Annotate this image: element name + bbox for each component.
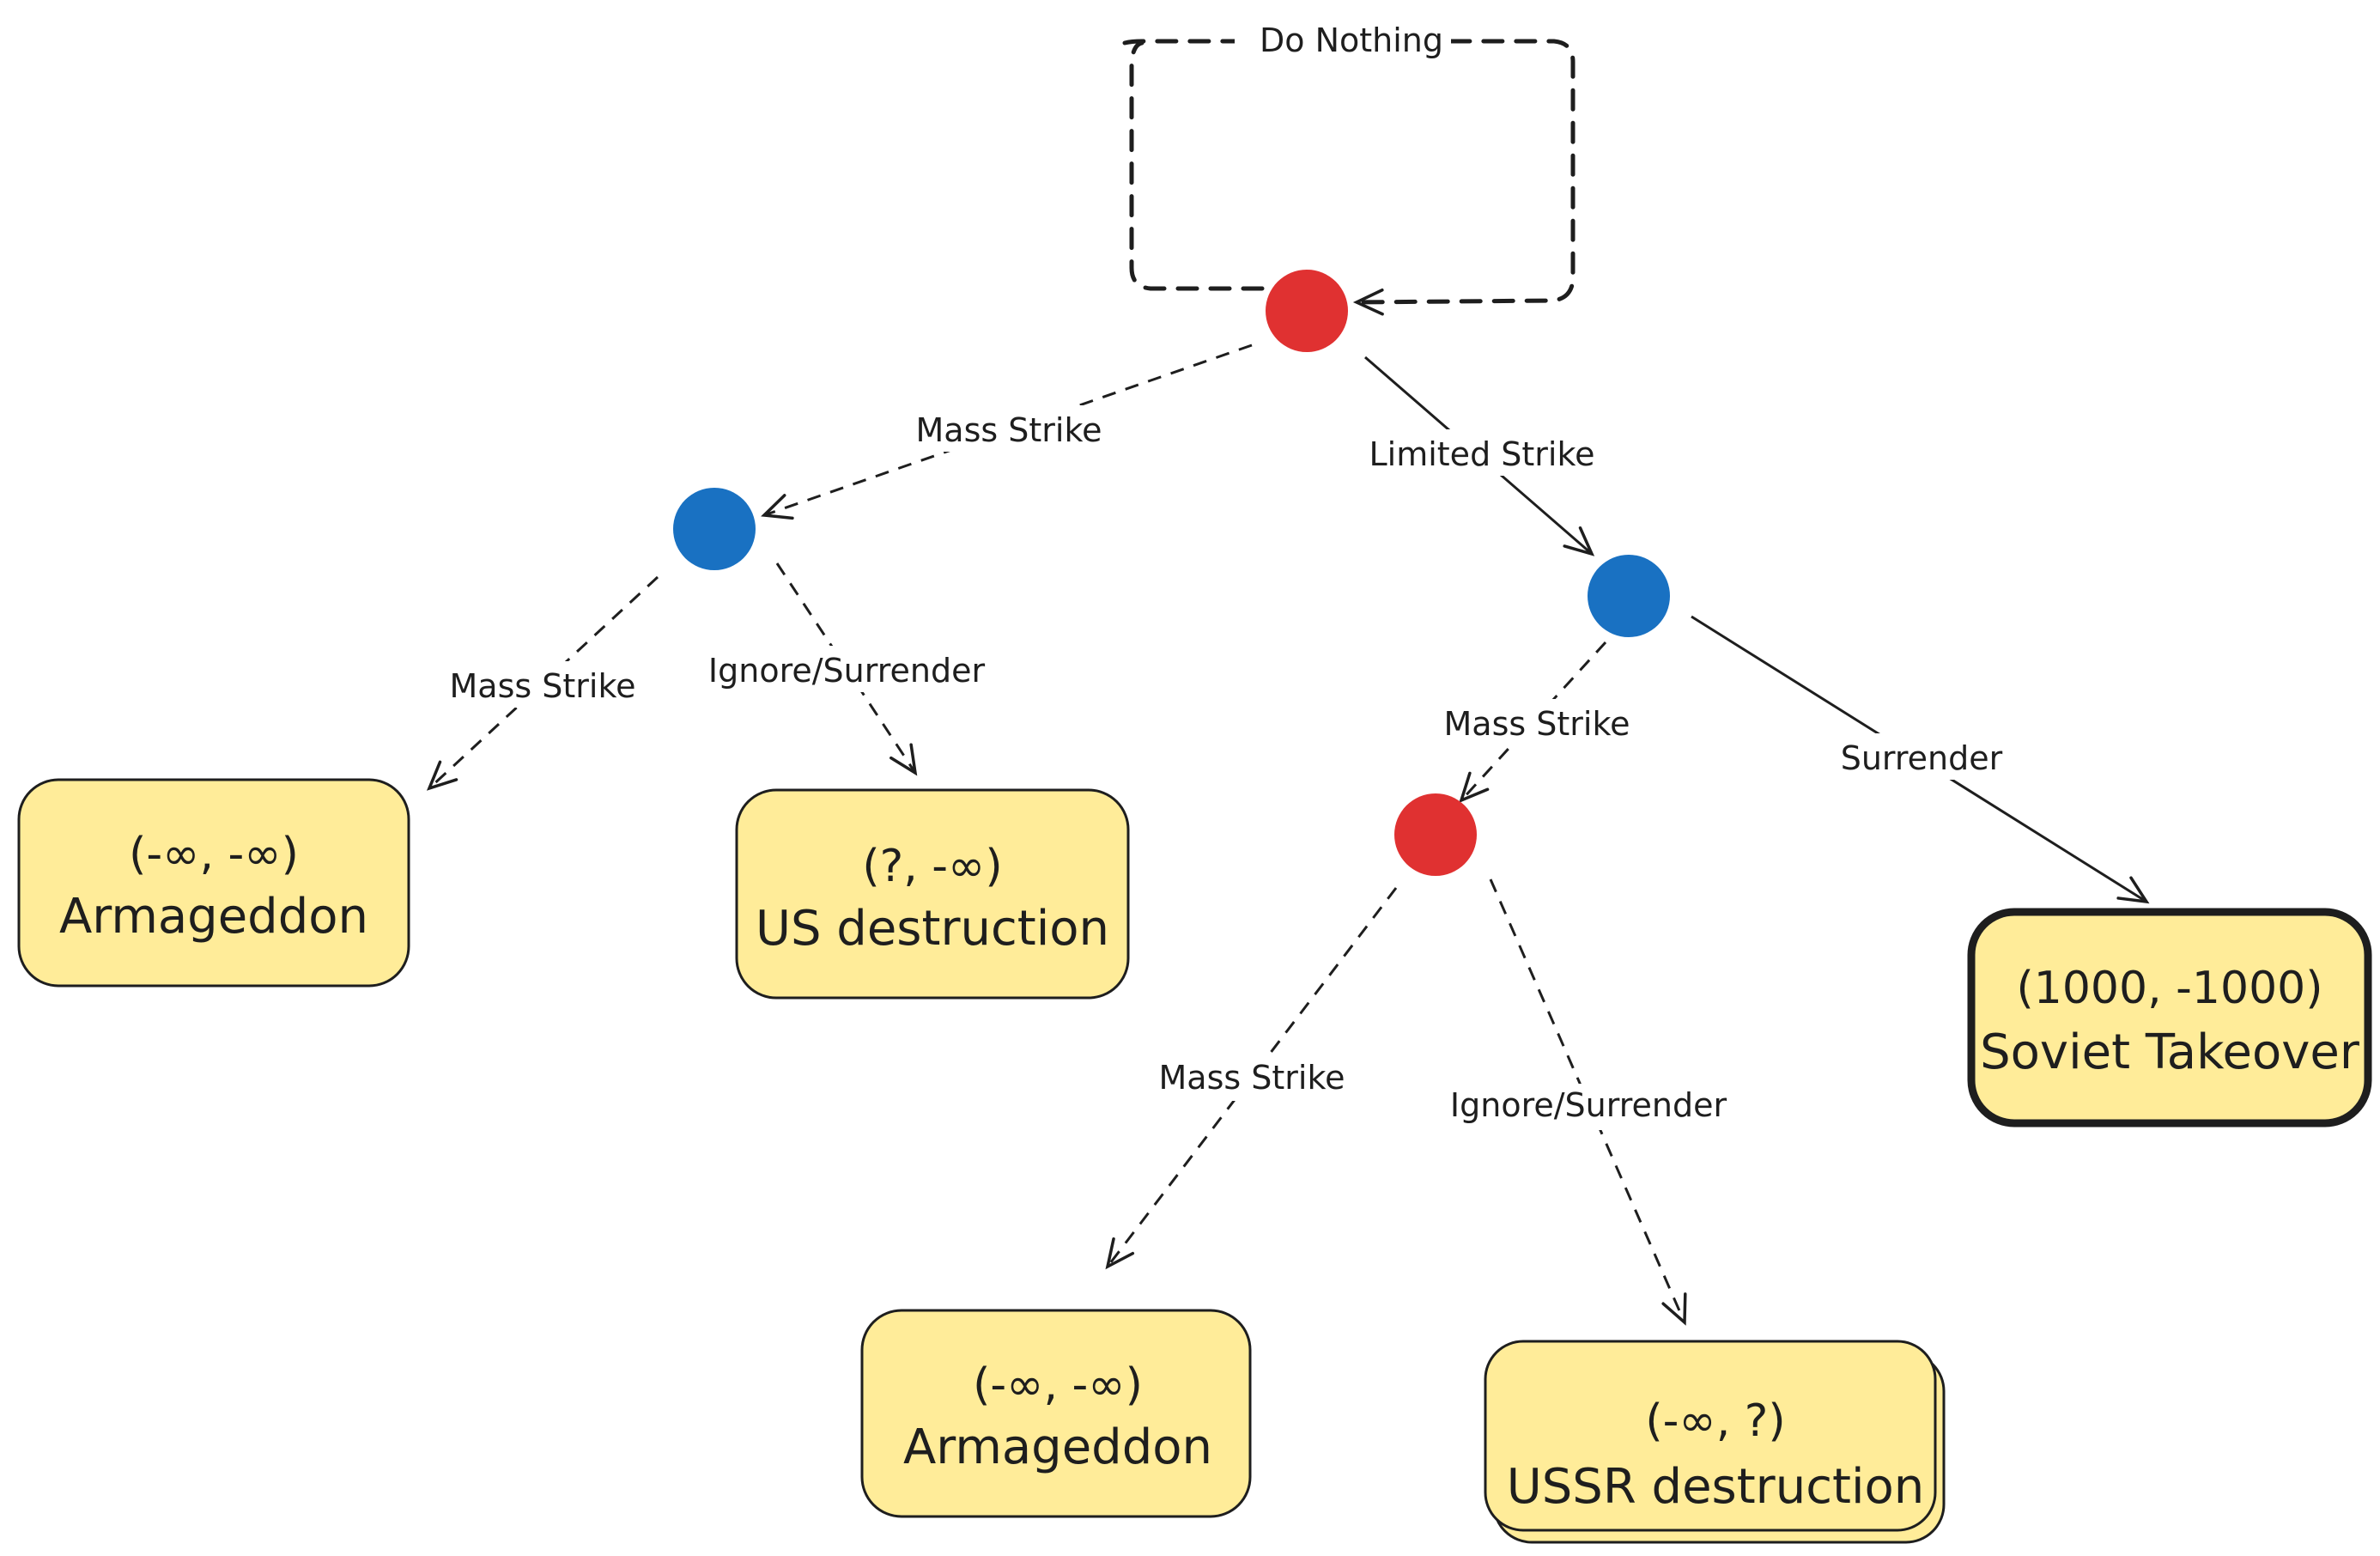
outcome-ussr-destruction[interactable]: (-∞, ?) USSR destruction <box>1484 1340 1946 1544</box>
edge-label-surrender: Surrender <box>1841 739 2003 777</box>
outcome-label: USSR destruction <box>1507 1459 1925 1515</box>
outcome-us-destruction[interactable]: (?, -∞) US destruction <box>735 788 1130 1000</box>
outcome-payoff: (-∞, -∞) <box>973 1359 1143 1411</box>
outcome-payoff: (-∞, ?) <box>1645 1395 1785 1447</box>
edge-label-ignore-surrender: Ignore/Surrender <box>1450 1086 1727 1124</box>
outcome-payoff: (1000, -1000) <box>2016 963 2322 1014</box>
edge-label-limited-strike: Limited Strike <box>1369 435 1594 473</box>
outcome-label: US destruction <box>756 901 1109 957</box>
outcome-label: Armageddon <box>903 1419 1212 1475</box>
decision-node-us-after-limited-strike[interactable] <box>1588 555 1670 637</box>
outcome-soviet-takeover[interactable]: (1000, -1000) Soviet Takeover <box>1967 908 2372 1127</box>
edge-us2-mass-strike[interactable]: Mass Strike <box>1430 641 1644 804</box>
edge-label-ignore-surrender: Ignore/Surrender <box>708 652 986 690</box>
edge-us1-ignore-surrender[interactable]: Ignore/Surrender <box>695 562 992 776</box>
outcome-payoff: (-∞, -∞) <box>129 829 299 880</box>
edge-ussr-mass-strike[interactable]: Mass Strike <box>1105 887 1398 1270</box>
outcome-label: Soviet Takeover <box>1980 1024 2360 1080</box>
edge-root-mass-strike[interactable]: Mass Strike <box>761 343 1253 520</box>
edge-us2-surrender[interactable]: Surrender <box>1691 615 2150 904</box>
edge-label-mass-strike: Mass Strike <box>916 411 1102 449</box>
edge-do-nothing[interactable]: Do Nothing <box>1122 17 1576 316</box>
outcome-label: Armageddon <box>59 889 368 945</box>
outcome-payoff: (?, -∞) <box>862 841 1002 892</box>
decision-node-ussr-after-us-mass-strike[interactable] <box>1394 793 1477 876</box>
edge-ussr-ignore-surrender[interactable]: Ignore/Surrender <box>1438 878 1734 1326</box>
edge-label-do-nothing: Do Nothing <box>1260 21 1443 59</box>
decision-node-root[interactable] <box>1266 270 1348 352</box>
outcome-armageddon-1[interactable]: (-∞, -∞) Armageddon <box>17 778 410 988</box>
edge-root-limited-strike[interactable]: Limited Strike <box>1357 356 1606 556</box>
edge-us1-mass-strike[interactable]: Mass Strike <box>426 575 659 791</box>
edge-label-mass-strike: Mass Strike <box>1444 705 1630 743</box>
outcome-armageddon-2[interactable]: (-∞, -∞) Armageddon <box>860 1309 1252 1518</box>
decision-node-us-after-mass-strike[interactable] <box>673 488 756 570</box>
edge-label-mass-strike: Mass Strike <box>450 667 636 705</box>
edge-label-mass-strike: Mass Strike <box>1159 1059 1345 1097</box>
